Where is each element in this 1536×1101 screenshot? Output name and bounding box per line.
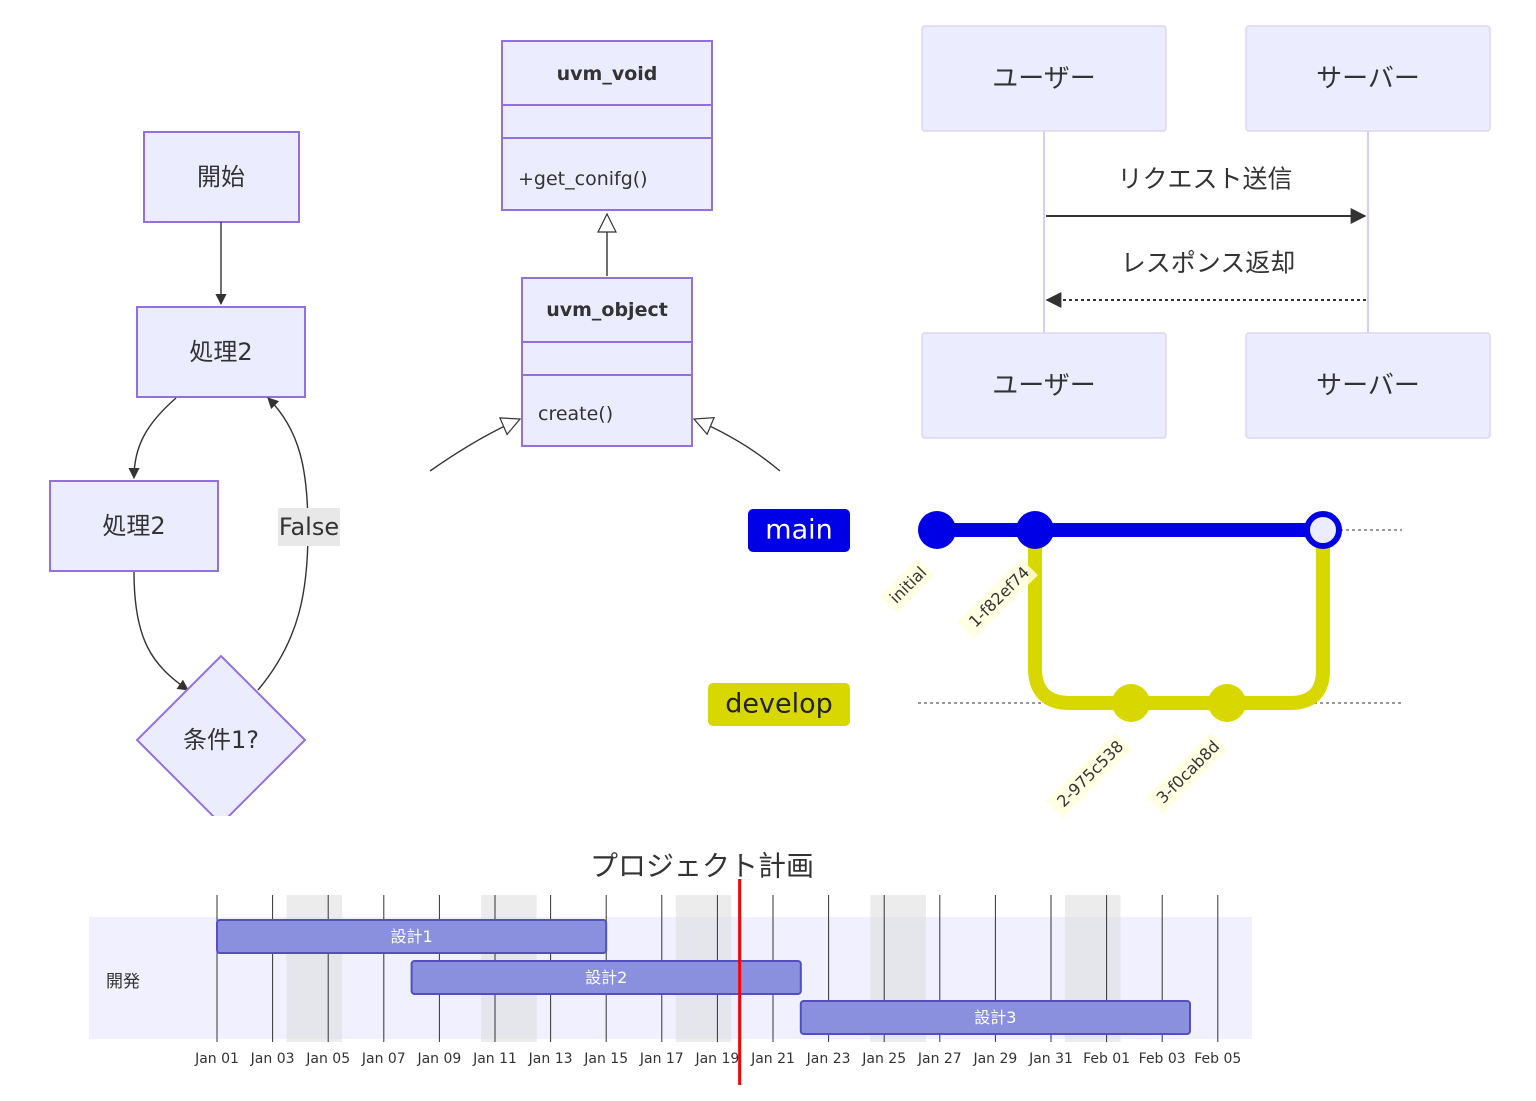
git-commit-label-initial-group: initial (879, 558, 935, 614)
flow-edge-process-a-to-b (128, 397, 177, 480)
gantt-ticks: Jan 01 Jan 03 Jan 05 Jan 07 Jan 09 Jan 11 Jan … (194, 1051, 1241, 1067)
git-commit-merge[interactable] (1304, 511, 1342, 549)
gantt-tick-label-11: Jan 23 (806, 1051, 851, 1067)
class-uvm-void-method: +get_conifg() (518, 168, 648, 190)
flow-node-process-a-label: 処理2 (189, 338, 252, 366)
gantt-tick-label-15: Jan 31 (1028, 1051, 1073, 1067)
gantt-tick-label-4: Jan 09 (416, 1051, 461, 1067)
gantt-section-label: 開発 (106, 972, 140, 992)
git-graph: main develop initial 1-f82ef74 2-975c538… (708, 509, 1402, 819)
gantt-tick-label-7: Jan 15 (583, 1051, 628, 1067)
git-branch-develop-tag[interactable] (708, 683, 850, 726)
git-develop-branch-line (1028, 530, 1330, 710)
git-branch-main-label: main (765, 515, 832, 546)
gantt-task-label-2: 設計2 (585, 968, 627, 987)
git-commit-label-3-group: 3-f0cab8d (1145, 732, 1228, 815)
class-uvm-object-name: uvm_object (546, 299, 668, 321)
gantt-task-bar-2[interactable] (410, 960, 802, 995)
gantt-task-bar-1[interactable] (216, 919, 608, 954)
flow-node-process-b[interactable] (49, 480, 219, 572)
actor-server-top-label: サーバー (1316, 64, 1420, 94)
git-commit-label-1: 1-f82ef74 (965, 563, 1033, 631)
git-commit-2[interactable] (1112, 684, 1150, 722)
git-branch-main-tag[interactable] (748, 509, 850, 552)
actor-user-top[interactable] (921, 25, 1167, 132)
gantt-tick-label-2: Jan 05 (305, 1051, 350, 1067)
flow-node-decision-label: 条件1? (183, 726, 259, 754)
gantt-tick-label-0: Jan 01 (194, 1051, 239, 1067)
gantt-tick-label-18: Feb 05 (1194, 1051, 1241, 1067)
flow-node-start[interactable] (143, 131, 300, 223)
gantt-task-label-1: 設計1 (391, 927, 433, 946)
git-commit-label-2: 2-975c538 (1053, 737, 1127, 811)
flow-edge-label-bg (278, 508, 340, 546)
gantt-tick-label-10: Jan 21 (750, 1051, 795, 1067)
gantt-tick-label-14: Jan 29 (972, 1051, 1017, 1067)
class-uvm-void-name: uvm_void (557, 63, 658, 85)
class-inheritance-edge-left (429, 419, 520, 472)
gantt-tick-label-6: Jan 13 (528, 1051, 573, 1067)
gantt-weekend-0 (286, 895, 343, 1042)
gantt-title: プロジェクト計画 (590, 850, 814, 883)
git-commit-label-2-group: 2-975c538 (1045, 732, 1132, 819)
gantt-tick-label-17: Feb 03 (1139, 1051, 1186, 1067)
gantt-tick-label-9: Jan 19 (694, 1051, 739, 1067)
actor-server-bottom[interactable] (1245, 332, 1491, 439)
actor-user-top-label: ユーザー (992, 64, 1095, 94)
git-branch-develop-label: develop (725, 689, 833, 720)
class-diagram: uvm_void +get_conifg() uvm_object create… (429, 40, 781, 472)
flow-clip-mask (120, 816, 320, 830)
git-commit-3[interactable] (1208, 684, 1246, 722)
gantt-tick-label-1: Jan 03 (250, 1051, 295, 1067)
flowchart: 開始 処理2 処理2 条件1? False (49, 131, 340, 830)
git-commit-initial[interactable] (918, 511, 956, 549)
flow-node-start-label: 開始 (197, 163, 245, 191)
flow-node-process-b-label: 処理2 (102, 512, 165, 540)
gantt-task-bar-3[interactable] (799, 1000, 1191, 1035)
sequence-diagram: ユーザー サーバー リクエスト送信 レスポンス返却 ユーザー サーバー (921, 25, 1491, 439)
message-response-label: レスポンス返却 (1121, 249, 1296, 278)
gantt-tick-label-16: Feb 01 (1083, 1051, 1130, 1067)
gantt-chart: プロジェクト計画 開発 設計1 設計2 設計3 Jan 01 Jan 03 Jan 05… (89, 850, 1252, 1085)
gantt-tick-label-13: Jan 27 (917, 1051, 962, 1067)
gantt-task-label-3: 設計3 (974, 1008, 1016, 1027)
gantt-tasks: 設計1 設計2 設計3 (216, 919, 1191, 1035)
git-commit-label-1-group: 1-f82ef74 (957, 558, 1038, 639)
gantt-tick-label-12: Jan 25 (861, 1051, 906, 1067)
actor-server-bottom-label: サーバー (1316, 371, 1420, 401)
message-request-label: リクエスト送信 (1117, 165, 1292, 194)
flow-node-process-a[interactable] (136, 306, 306, 398)
actor-user-bottom-label: ユーザー (992, 371, 1095, 401)
flow-edge-false-label: False (279, 513, 339, 541)
actor-user-bottom[interactable] (921, 332, 1167, 439)
flow-edge-process-b-to-decision (133, 571, 189, 691)
git-commit-label-3: 3-f0cab8d (1153, 737, 1224, 808)
class-uvm-object[interactable]: uvm_object create() (521, 277, 693, 447)
gantt-tick-label-3: Jan 07 (361, 1051, 406, 1067)
class-inheritance-edge-right (694, 419, 781, 472)
git-commit-1[interactable] (1016, 511, 1054, 549)
class-uvm-void[interactable]: uvm_void +get_conifg() (501, 40, 713, 211)
class-uvm-object-method: create() (538, 403, 613, 425)
gantt-tick-label-8: Jan 17 (639, 1051, 684, 1067)
gantt-tick-label-5: Jan 11 (472, 1051, 517, 1067)
actor-server-top[interactable] (1245, 25, 1491, 132)
